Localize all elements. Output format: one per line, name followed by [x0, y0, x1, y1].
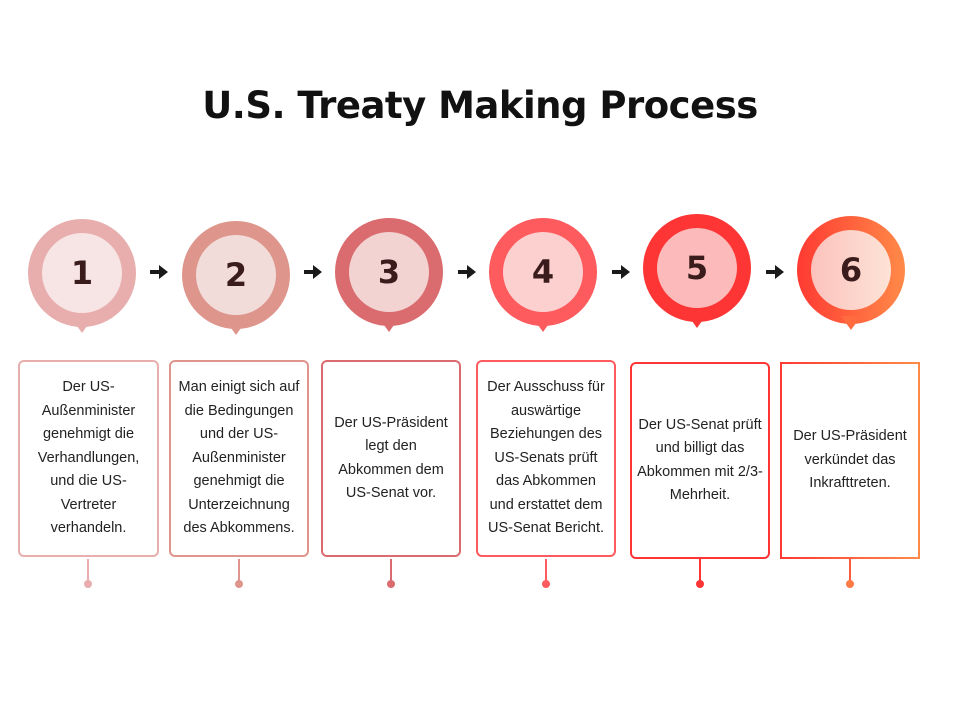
- step-number: 6: [811, 230, 891, 310]
- diagram-title: U.S. Treaty Making Process: [202, 84, 758, 127]
- step-description-1: Der US-Außenminister genehmigt die Verha…: [18, 360, 159, 557]
- arrow-right-icon: [766, 265, 784, 279]
- connector-line: [87, 559, 89, 583]
- pointer-tip: [226, 321, 246, 335]
- connector-line: [849, 559, 851, 583]
- step-number: 1: [42, 233, 122, 313]
- step-marker-3: 3: [335, 218, 443, 332]
- step-text: Der US-Präsident verkündet das Inkrafttr…: [793, 428, 907, 492]
- pointer-tip: [841, 316, 861, 330]
- step-text: Der US-Präsident legt den Abkommen dem U…: [334, 414, 448, 502]
- step-marker-2: 2: [182, 221, 290, 335]
- connector-dot: [846, 580, 854, 588]
- pointer-tip: [533, 318, 553, 332]
- connector-dot: [84, 580, 92, 588]
- step-description-6: Der US-Präsident verkündet das Inkrafttr…: [780, 362, 920, 559]
- connector-line: [238, 559, 240, 583]
- connector-dot: [387, 580, 395, 588]
- step-description-5: Der US-Senat prüft und billigt das Abkom…: [630, 362, 770, 559]
- step-marker-5: 5: [643, 214, 751, 328]
- arrow-right-icon: [150, 265, 168, 279]
- step-marker-1: 1: [28, 219, 136, 333]
- arrow-right-icon: [458, 265, 476, 279]
- step-description-4: Der Ausschuss für auswärtige Beziehungen…: [476, 360, 616, 557]
- connector-dot: [542, 580, 550, 588]
- connector-line: [545, 559, 547, 583]
- step-description-3: Der US-Präsident legt den Abkommen dem U…: [321, 360, 461, 557]
- step-description-2: Man einigt sich auf die Bedingungen und …: [169, 360, 309, 557]
- pointer-tip: [379, 318, 399, 332]
- pointer-tip: [72, 319, 92, 333]
- step-number: 3: [349, 232, 429, 312]
- connector-dot: [235, 580, 243, 588]
- connector-line: [699, 559, 701, 583]
- step-marker-6: 6: [797, 216, 905, 330]
- step-text: Der US-Senat prüft und billigt das Abkom…: [637, 416, 763, 504]
- step-number: 2: [196, 235, 276, 315]
- step-marker-4: 4: [489, 218, 597, 332]
- pointer-tip: [687, 314, 707, 328]
- step-number: 5: [657, 228, 737, 308]
- connector-dot: [696, 580, 704, 588]
- step-number: 4: [503, 232, 583, 312]
- step-text: Der Ausschuss für auswärtige Beziehungen…: [487, 379, 605, 537]
- arrow-right-icon: [304, 265, 322, 279]
- arrow-right-icon: [612, 265, 630, 279]
- step-text: Man einigt sich auf die Bedingungen und …: [178, 379, 300, 537]
- step-text: Der US-Außenminister genehmigt die Verha…: [37, 379, 140, 537]
- connector-line: [390, 559, 392, 583]
